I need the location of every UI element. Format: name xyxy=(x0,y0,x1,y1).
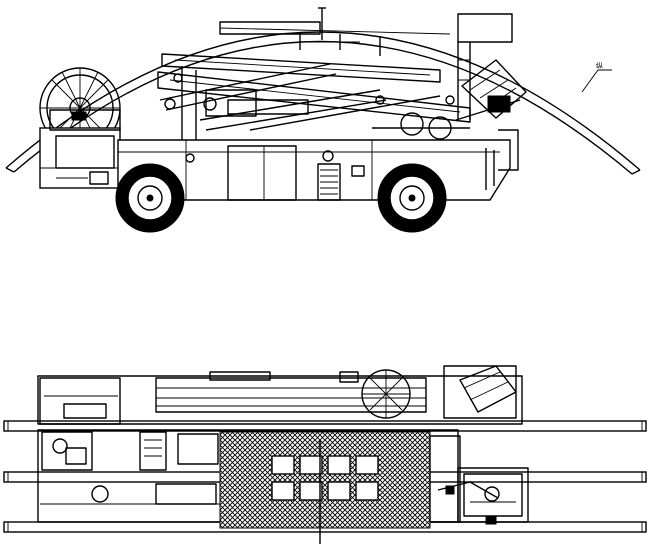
rear-wheel xyxy=(115,163,185,233)
top-front-cab xyxy=(429,435,529,525)
callout-label: 纵 xyxy=(596,62,603,70)
top-view xyxy=(3,365,647,544)
mesh-floor xyxy=(219,431,431,544)
front-wheel xyxy=(377,163,447,233)
top-boom xyxy=(37,365,523,425)
side-view: 纵 xyxy=(5,7,641,233)
boom-assembly xyxy=(157,7,527,190)
callout-leader: 纵 xyxy=(581,62,612,93)
